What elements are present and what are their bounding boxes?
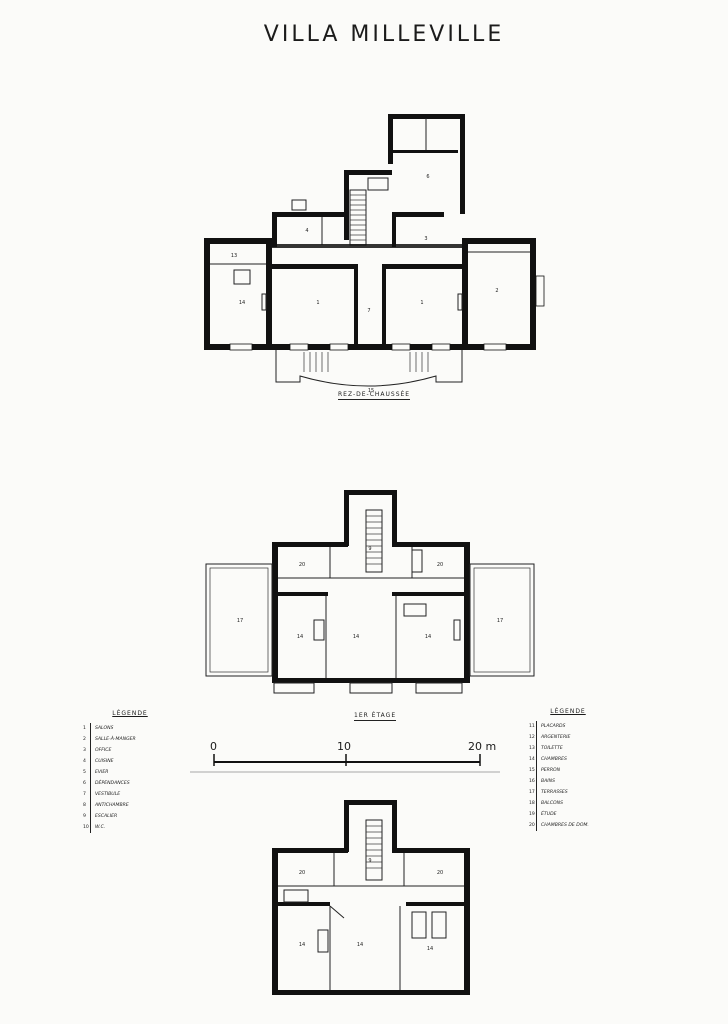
svg-text:6: 6: [426, 174, 429, 180]
svg-text:7: 7: [367, 308, 370, 314]
svg-text:20: 20: [299, 562, 305, 568]
svg-text:4: 4: [305, 228, 308, 234]
svg-text:9: 9: [368, 546, 371, 552]
scale-label-0: 0: [210, 740, 217, 753]
first-floor-plan: 14 14 14 17 17 9 20 20: [205, 490, 535, 694]
scale-bar: [190, 754, 500, 773]
ground-floor-plan: 14 1 7 1 2 6 3 4 15 13: [204, 114, 545, 394]
svg-text:20: 20: [437, 562, 443, 568]
svg-text:14: 14: [353, 634, 359, 640]
legend-right-heading: LÉGENDE: [550, 708, 586, 715]
legend-left-heading: LÉGENDE: [112, 710, 148, 717]
svg-text:3: 3: [424, 236, 427, 242]
scale-label-10: 10: [337, 740, 351, 753]
svg-text:14: 14: [357, 942, 363, 948]
drawing-title: VILLA MILLEVILLE: [263, 22, 505, 47]
svg-text:1: 1: [316, 300, 319, 306]
scale-label-20m: 20 m: [468, 740, 497, 753]
svg-text:20: 20: [437, 870, 443, 876]
svg-text:17: 17: [237, 618, 243, 624]
svg-text:14: 14: [299, 942, 305, 948]
svg-text:14: 14: [425, 634, 431, 640]
svg-text:14: 14: [427, 946, 433, 952]
svg-text:13: 13: [231, 253, 237, 259]
second-floor-plan: 14 14 14 9 20 20: [272, 800, 470, 995]
ground-floor-caption: REZ-DE-CHAUSSÉE: [338, 391, 411, 400]
svg-text:14: 14: [297, 634, 303, 640]
svg-text:9: 9: [368, 858, 371, 864]
svg-text:20: 20: [299, 870, 305, 876]
first-floor-caption: 1ER ÉTAGE: [354, 712, 397, 721]
svg-text:2: 2: [495, 288, 498, 294]
svg-text:17: 17: [497, 618, 503, 624]
svg-text:15: 15: [368, 388, 374, 394]
svg-text:14: 14: [239, 300, 245, 306]
svg-text:1: 1: [420, 300, 423, 306]
